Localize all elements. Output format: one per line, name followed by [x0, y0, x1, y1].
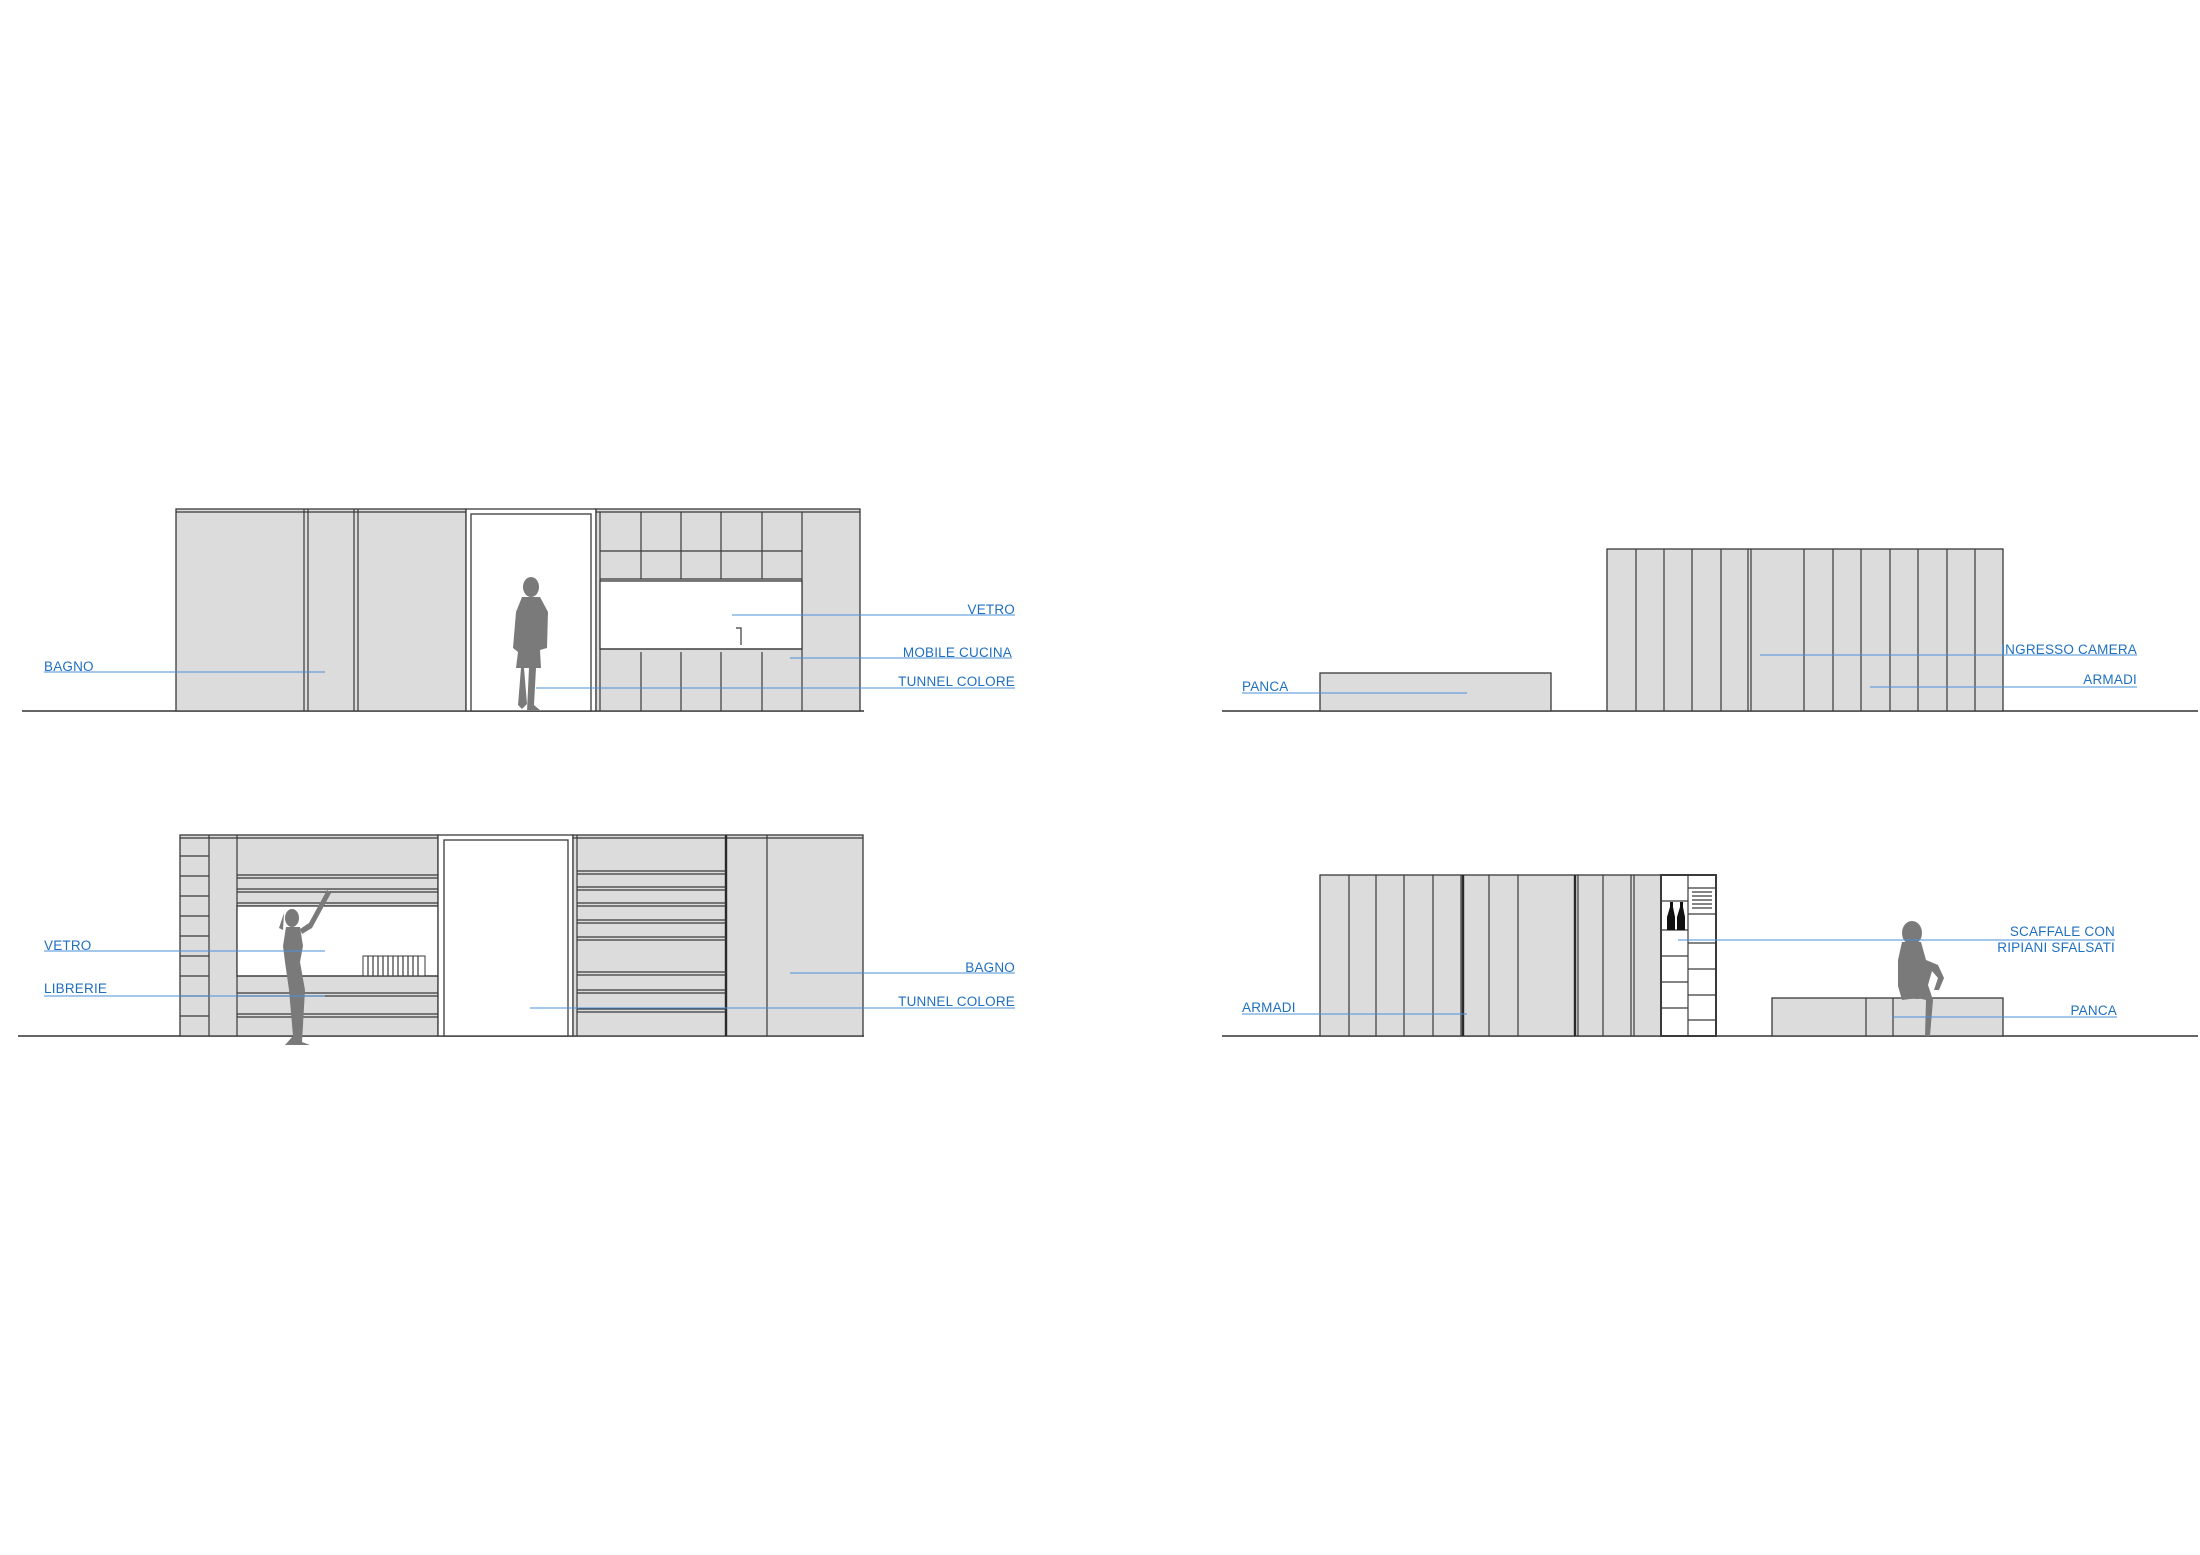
label-bagno-1: BAGNO: [44, 659, 94, 674]
label-armadi-1: ARMADI: [2083, 672, 2137, 687]
label-scaffale-line2: RIPIANI SFALSATI: [1997, 940, 2115, 955]
label-tunnel-colore-2: TUNNEL COLORE: [898, 994, 1015, 1009]
label-vetro-2: VETRO: [44, 938, 92, 953]
label-tunnel-colore-1: TUNNEL COLORE: [898, 674, 1015, 689]
elevation-3: VETRO LIBRERIE BAGNO TUNNEL COLORE: [18, 834, 1015, 1045]
vase-icon: [1667, 902, 1675, 930]
person-walking-icon: [513, 577, 548, 711]
vase-icon: [1677, 902, 1685, 930]
panca-bench-1: [1319, 672, 1552, 712]
person-reaching-icon: [279, 890, 331, 1045]
bagno-wall: [175, 508, 467, 712]
label-armadi-2: ARMADI: [1242, 1000, 1296, 1015]
elevation-2: PANCA INGRESSO CAMERA ARMADI: [1222, 548, 2198, 712]
scaffale-shelving: [1660, 874, 1717, 1037]
panca-bench-2: [1771, 997, 2004, 1037]
person-sitting-icon: [1898, 921, 1944, 1036]
label-scaffale-line1: SCAFFALE CON: [2010, 924, 2115, 939]
armadi-wardrobes-2: [1319, 874, 1662, 1037]
label-librerie: LIBRERIE: [44, 981, 107, 996]
label-panca-1: PANCA: [1242, 679, 1289, 694]
armadi-wardrobes-1: [1606, 548, 2004, 712]
label-bagno-2: BAGNO: [965, 960, 1015, 975]
books-icon: [362, 955, 426, 977]
elevation-4: ARMADI SCAFFALE CON RIPIANI SFALSATI PAN…: [1222, 874, 2198, 1037]
bagno-block-2: [572, 834, 864, 1037]
label-mobile-cucina: MOBILE CUCINA: [903, 645, 1012, 660]
label-vetro-1: VETRO: [967, 602, 1015, 617]
books-icon: [1692, 891, 1712, 909]
label-ingresso-camera: INGRESSO CAMERA: [2001, 642, 2137, 657]
label-panca-2: PANCA: [2070, 1003, 2117, 1018]
elevation-1: BAGNO VETRO MOBILE CUCINA TUNNEL COLORE: [22, 508, 1015, 712]
